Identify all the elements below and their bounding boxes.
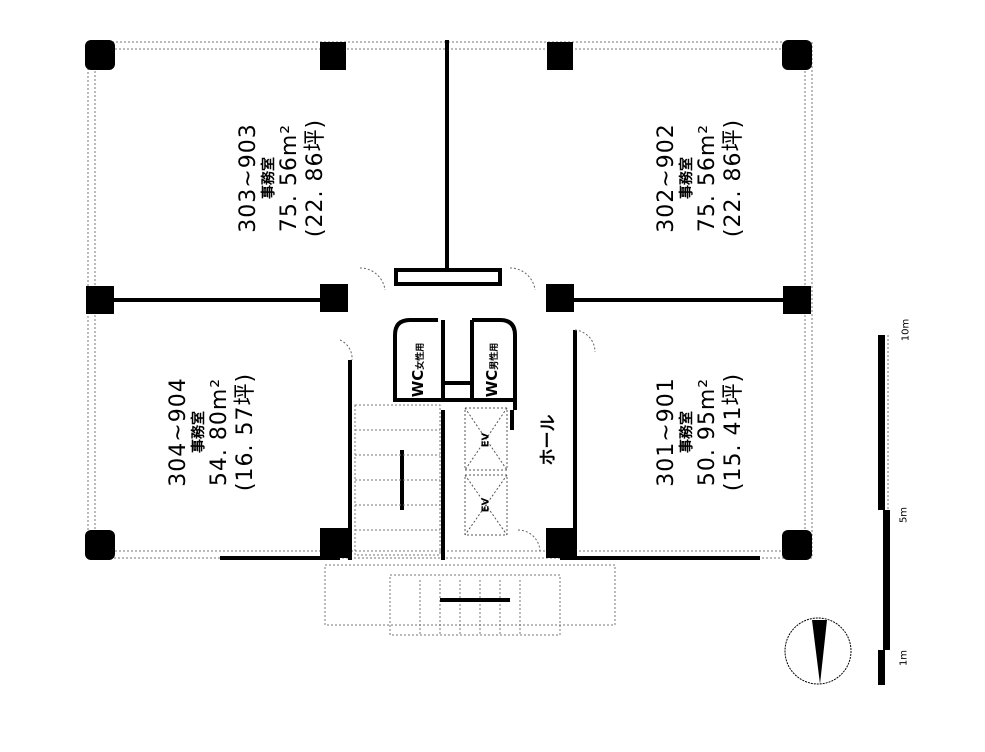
room-304-904: 304~904 事務室 54. 80m² (16. 57坪) xyxy=(166,373,258,491)
room-number: 301~901 xyxy=(654,377,680,487)
scale-label-1m: 1m xyxy=(898,649,910,667)
elevator-shafts xyxy=(464,407,508,536)
wc-women-label: WC xyxy=(409,369,427,398)
door-swings xyxy=(339,267,596,553)
room-use: 事務室 xyxy=(679,157,696,199)
stairs xyxy=(324,404,616,636)
scale-bar xyxy=(878,335,890,685)
room-area-tsubo: (22. 86坪) xyxy=(720,118,746,238)
elevator-1-label: EV xyxy=(480,432,492,448)
wc-walls xyxy=(393,318,517,410)
columns xyxy=(85,40,812,560)
wc-women-sub: 女性用 xyxy=(416,342,426,370)
walls xyxy=(110,40,797,560)
room-use: 事務室 xyxy=(679,411,696,453)
room-number: 303~903 xyxy=(236,123,262,233)
scale-label-10m: 10m xyxy=(900,318,912,342)
room-number: 304~904 xyxy=(166,377,192,487)
room-area-m2: 54. 80m² xyxy=(207,377,233,487)
north-compass-icon xyxy=(784,617,852,685)
wc-men-sub: 男性用 xyxy=(490,342,500,370)
room-302-902: 302~902 事務室 75. 56m² (22. 86坪) xyxy=(654,119,746,237)
room-use: 事務室 xyxy=(261,157,278,199)
room-number: 302~902 xyxy=(654,123,680,233)
room-area-m2: 50. 95m² xyxy=(695,377,721,487)
scale-label-5m: 5m xyxy=(898,506,910,524)
partition-beam xyxy=(394,268,502,286)
hall-label: ホール xyxy=(538,414,559,466)
room-303-903: 303~903 事務室 75. 56m² (22. 86坪) xyxy=(236,119,328,237)
room-area-m2: 75. 56m² xyxy=(277,123,303,233)
room-area-tsubo: (16. 57坪) xyxy=(232,372,258,492)
room-area-m2: 75. 56m² xyxy=(695,123,721,233)
elevator-2-label: EV xyxy=(480,497,492,513)
room-area-tsubo: (15. 41坪) xyxy=(720,372,746,492)
wc-men-label: WC xyxy=(483,369,501,398)
room-301-901: 301~901 事務室 50. 95m² (15. 41坪) xyxy=(654,373,746,491)
room-area-tsubo: (22. 86坪) xyxy=(302,118,328,238)
wc-women: WC女性用 xyxy=(409,343,427,398)
wc-men: WC男性用 xyxy=(483,343,501,398)
room-use: 事務室 xyxy=(191,411,208,453)
